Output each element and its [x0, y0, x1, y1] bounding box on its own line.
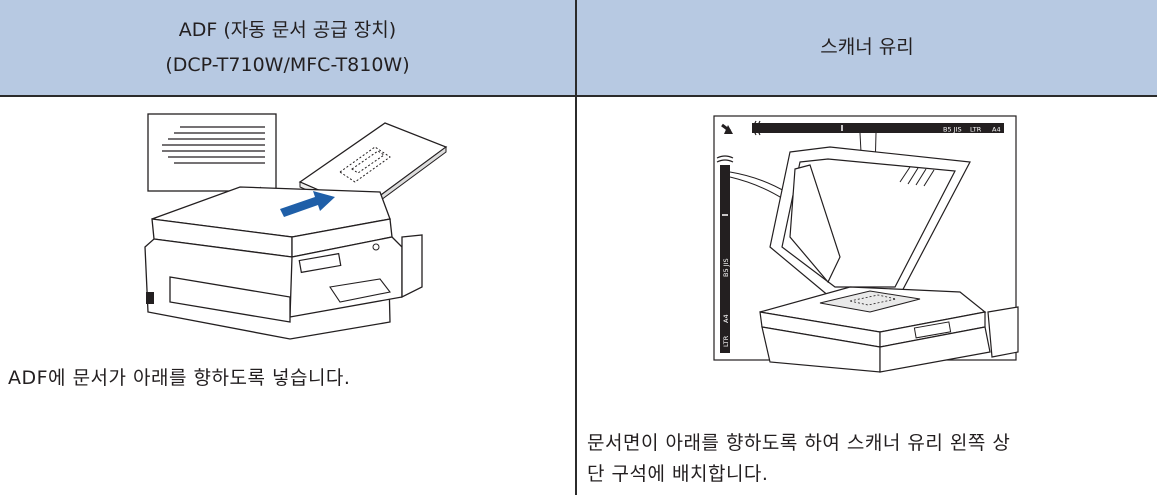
side-ruler-label-a4: A4 [722, 314, 730, 323]
scanner-glass-instruction-line1: 문서면이 아래를 향하도록 하여 스캐너 유리 왼쪽 상 [587, 432, 1011, 454]
adf-header-title: ADF (자동 문서 공급 장치) [178, 18, 397, 41]
side-ruler-label-b5: B5 JIS [722, 258, 730, 277]
corner-alignment-arrow-icon [721, 123, 733, 134]
adf-column-header: ADF (자동 문서 공급 장치) (DCP-T710W/MFC-T810W) [0, 0, 575, 95]
scanner-glass-header-title: 스캐너 유리 [820, 36, 914, 58]
scanner-glass-illustration: B5 JIS LTR A4 B5 JIS LTR A4 [713, 115, 1019, 373]
scanner-glass-instruction: 문서면이 아래를 향하도록 하여 스캐너 유리 왼쪽 상 단 구석에 배치합니다… [587, 428, 1010, 490]
scanner-glass-instruction-line2: 단 구석에 배치합니다. [587, 463, 769, 485]
scanner-glass-column-header: 스캐너 유리 [577, 0, 1157, 95]
top-ruler-label-ltr: LTR [970, 126, 982, 134]
column-divider [575, 0, 577, 495]
top-ruler-label-a4: A4 [992, 126, 1001, 134]
adf-instruction-text: ADF에 문서가 아래를 향하도록 넣습니다. [8, 367, 351, 389]
top-ruler-label-b5: B5 JIS [943, 126, 962, 134]
adf-loading-illustration [144, 113, 448, 340]
table-header-row [0, 0, 1157, 95]
side-ruler-label-ltr: LTR [722, 335, 730, 347]
header-bottom-border [0, 95, 1157, 97]
adf-header-models: (DCP-T710W/MFC-T810W) [165, 53, 410, 76]
